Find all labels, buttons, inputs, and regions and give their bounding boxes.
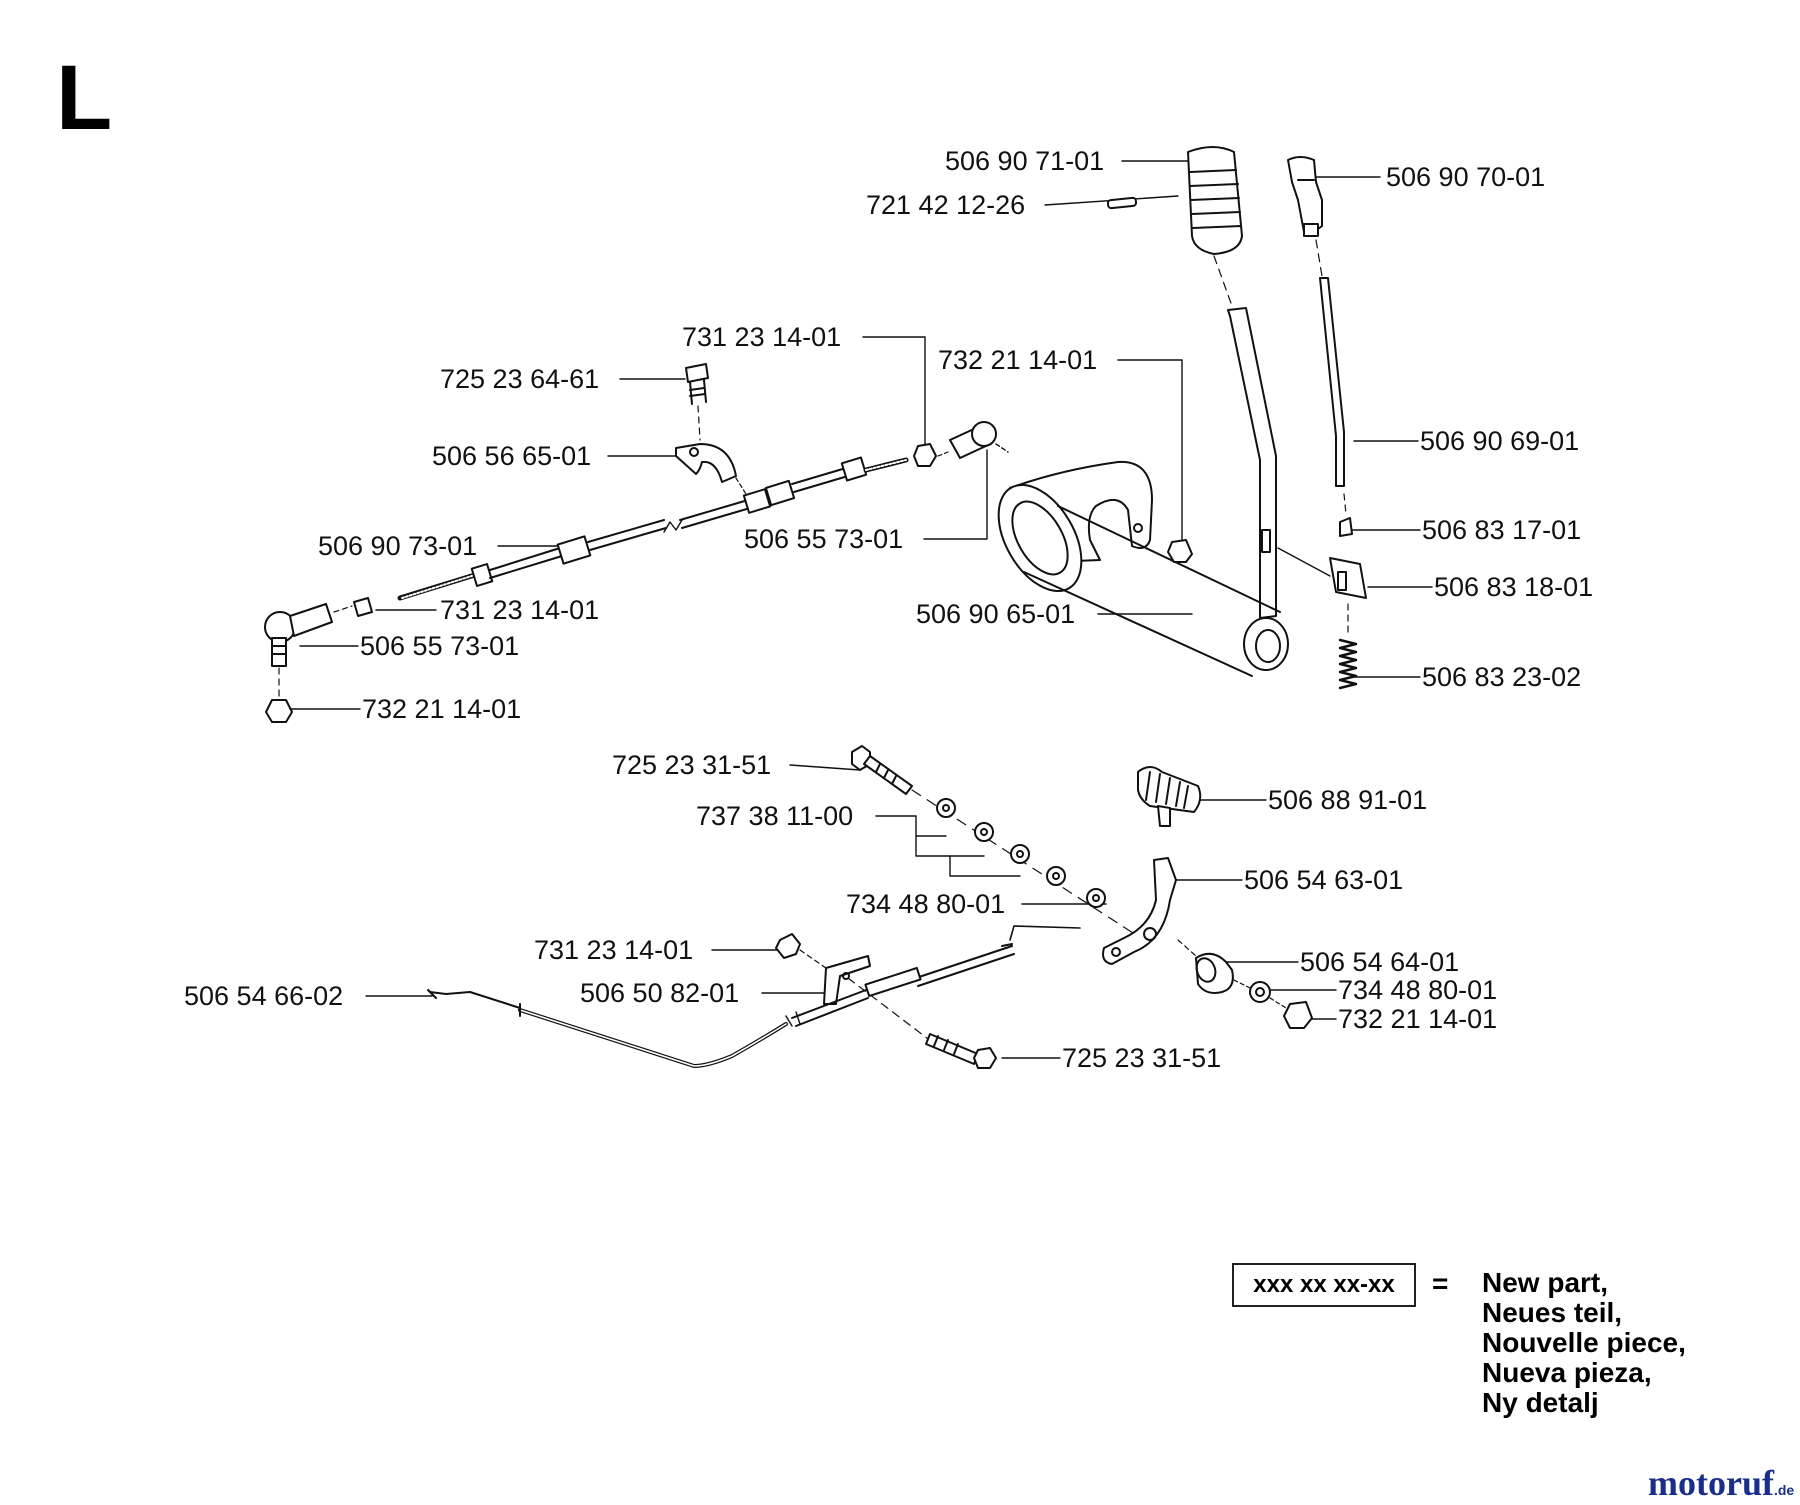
part-label: 506 83 18-01: [1434, 572, 1594, 602]
part-label: 506 83 23-02: [1422, 662, 1582, 692]
part-label: 506 83 17-01: [1422, 515, 1582, 545]
part-label: 725 23 31-51: [612, 750, 772, 780]
part-label: 734 48 80-01: [846, 889, 1006, 919]
part-label: 506 56 65-01: [432, 441, 592, 471]
part-label: 737 38 11-00: [696, 801, 854, 831]
part-label: 506 90 70-01: [1386, 162, 1546, 192]
pedal-assembly: [775, 745, 1313, 1069]
legend-line: Ny detalj: [1482, 1387, 1599, 1418]
part-label: 506 55 73-01: [360, 631, 520, 661]
part-label: 506 90 65-01: [916, 599, 1076, 629]
second-lever-assembly: [1277, 156, 1367, 690]
part-label: 731 23 14-01: [534, 935, 694, 965]
part-label: 506 54 64-01: [1300, 947, 1460, 977]
legend-equals: =: [1432, 1268, 1449, 1299]
part-label: 731 23 14-01: [682, 322, 842, 352]
part-label: 506 54 66-02: [184, 981, 344, 1011]
part-label: 506 88 91-01: [1268, 785, 1428, 815]
part-label: 732 21 14-01: [938, 345, 1098, 375]
part-label: 732 21 14-01: [1338, 1004, 1498, 1034]
part-label: 506 54 63-01: [1244, 865, 1404, 895]
hand-lever-assembly: [1106, 146, 1277, 619]
watermark-logo: motoruf.de: [1648, 1462, 1794, 1504]
part-label: 506 90 69-01: [1420, 426, 1580, 456]
part-label: 506 50 82-01: [580, 978, 740, 1008]
part-label: 725 23 64-61: [440, 364, 600, 394]
legend-new-part-box: xxx xx xx-xx: [1232, 1263, 1416, 1307]
legend-text: New part, Neues teil, Nouvelle piece, Nu…: [1482, 1268, 1686, 1418]
watermark-brand: motoruf: [1648, 1463, 1774, 1503]
legend-line: New part,: [1482, 1267, 1609, 1298]
leader-lines: [289, 160, 1433, 1059]
part-label: 506 90 73-01: [318, 531, 478, 561]
part-label: 732 21 14-01: [362, 694, 522, 724]
part-label: 506 90 71-01: [945, 146, 1105, 176]
legend-line: Nouvelle piece,: [1482, 1327, 1686, 1358]
section-letter: L: [56, 47, 113, 149]
legend-line: Neues teil,: [1482, 1297, 1623, 1328]
cross-shaft: [997, 460, 1289, 677]
control-cable-lower: [427, 925, 1081, 1068]
part-label: 725 23 31-51: [1062, 1043, 1222, 1073]
part-label: 734 48 80-01: [1338, 975, 1498, 1005]
part-label: 506 55 73-01: [744, 524, 904, 554]
watermark-suffix: .de: [1773, 1482, 1795, 1498]
part-label: 721 42 12-26: [866, 190, 1026, 220]
part-label: 731 23 14-01: [440, 595, 600, 625]
control-cable-upper: [264, 363, 1009, 723]
legend-line: Nueva pieza,: [1482, 1357, 1652, 1388]
